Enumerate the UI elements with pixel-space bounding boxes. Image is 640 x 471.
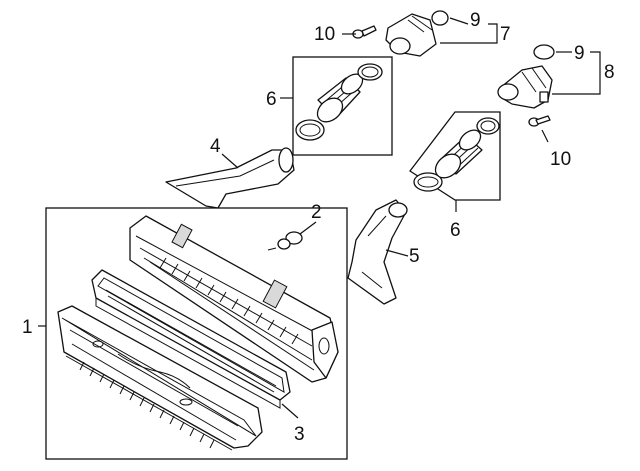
connector-upper xyxy=(385,10,449,57)
hose-kit-left xyxy=(295,63,383,141)
intake-duct-right xyxy=(347,199,408,305)
callout-5: 5 xyxy=(409,246,420,267)
callout-4: 4 xyxy=(210,136,221,157)
lower-box-ribs xyxy=(79,361,215,449)
hose-kit-right xyxy=(413,117,500,192)
leader-lines xyxy=(38,17,601,419)
callout-9-upper: 9 xyxy=(470,10,481,31)
lower-air-box xyxy=(57,305,263,451)
intake-duct-left xyxy=(165,147,295,209)
bolt-grommet xyxy=(267,231,303,251)
callout-10-lower: 10 xyxy=(550,149,571,170)
air-cleaner-assembly-frame xyxy=(45,207,348,460)
hose-kit-frame-left xyxy=(292,56,393,156)
callout-3: 3 xyxy=(294,424,305,445)
filter-element xyxy=(91,269,291,409)
callout-2: 2 xyxy=(311,202,322,223)
callout-6-left: 6 xyxy=(266,89,277,110)
bolt-upper xyxy=(352,25,377,39)
connector-side xyxy=(497,44,555,109)
callout-8: 8 xyxy=(604,62,615,83)
callout-9-lower: 9 xyxy=(574,43,585,64)
callout-7: 7 xyxy=(500,24,511,45)
upper-air-box xyxy=(129,215,339,383)
callout-10-upper: 10 xyxy=(314,24,335,45)
callout-6-right: 6 xyxy=(450,220,461,241)
bolt-lower xyxy=(528,115,551,127)
hose-kit-frame-right xyxy=(409,111,501,201)
callout-1: 1 xyxy=(22,317,33,338)
